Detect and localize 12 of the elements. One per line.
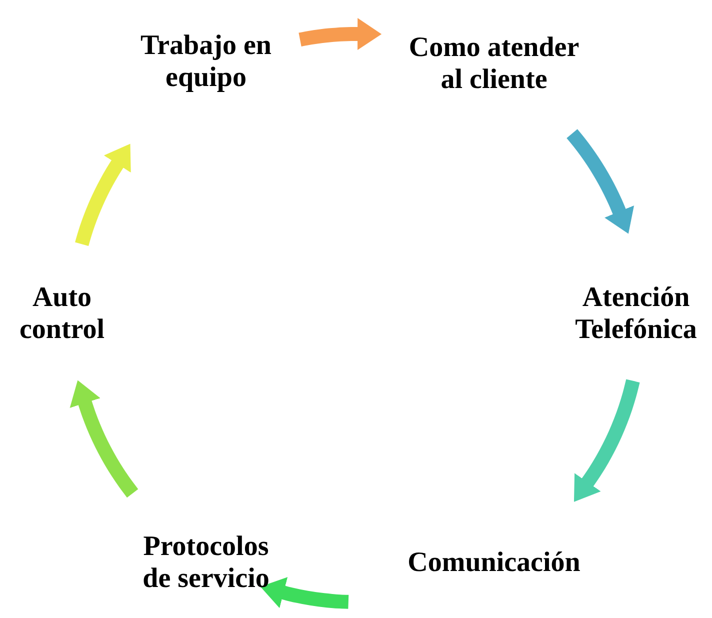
curved-arrow [298, 18, 382, 50]
curved-arrow [566, 129, 634, 234]
node-label: Protocolos de servicio [142, 531, 270, 595]
node-label: Atención Telefónica [574, 282, 698, 346]
curved-arrow [70, 380, 138, 498]
node-label: Comunicación [406, 547, 582, 579]
node-label: Trabajo en equipo [140, 30, 272, 94]
curved-arrow [260, 577, 349, 609]
node-label: Como atender al cliente [408, 32, 580, 96]
curved-arrow [574, 379, 640, 502]
node-label: Auto control [18, 282, 106, 346]
curved-arrow [75, 144, 131, 246]
